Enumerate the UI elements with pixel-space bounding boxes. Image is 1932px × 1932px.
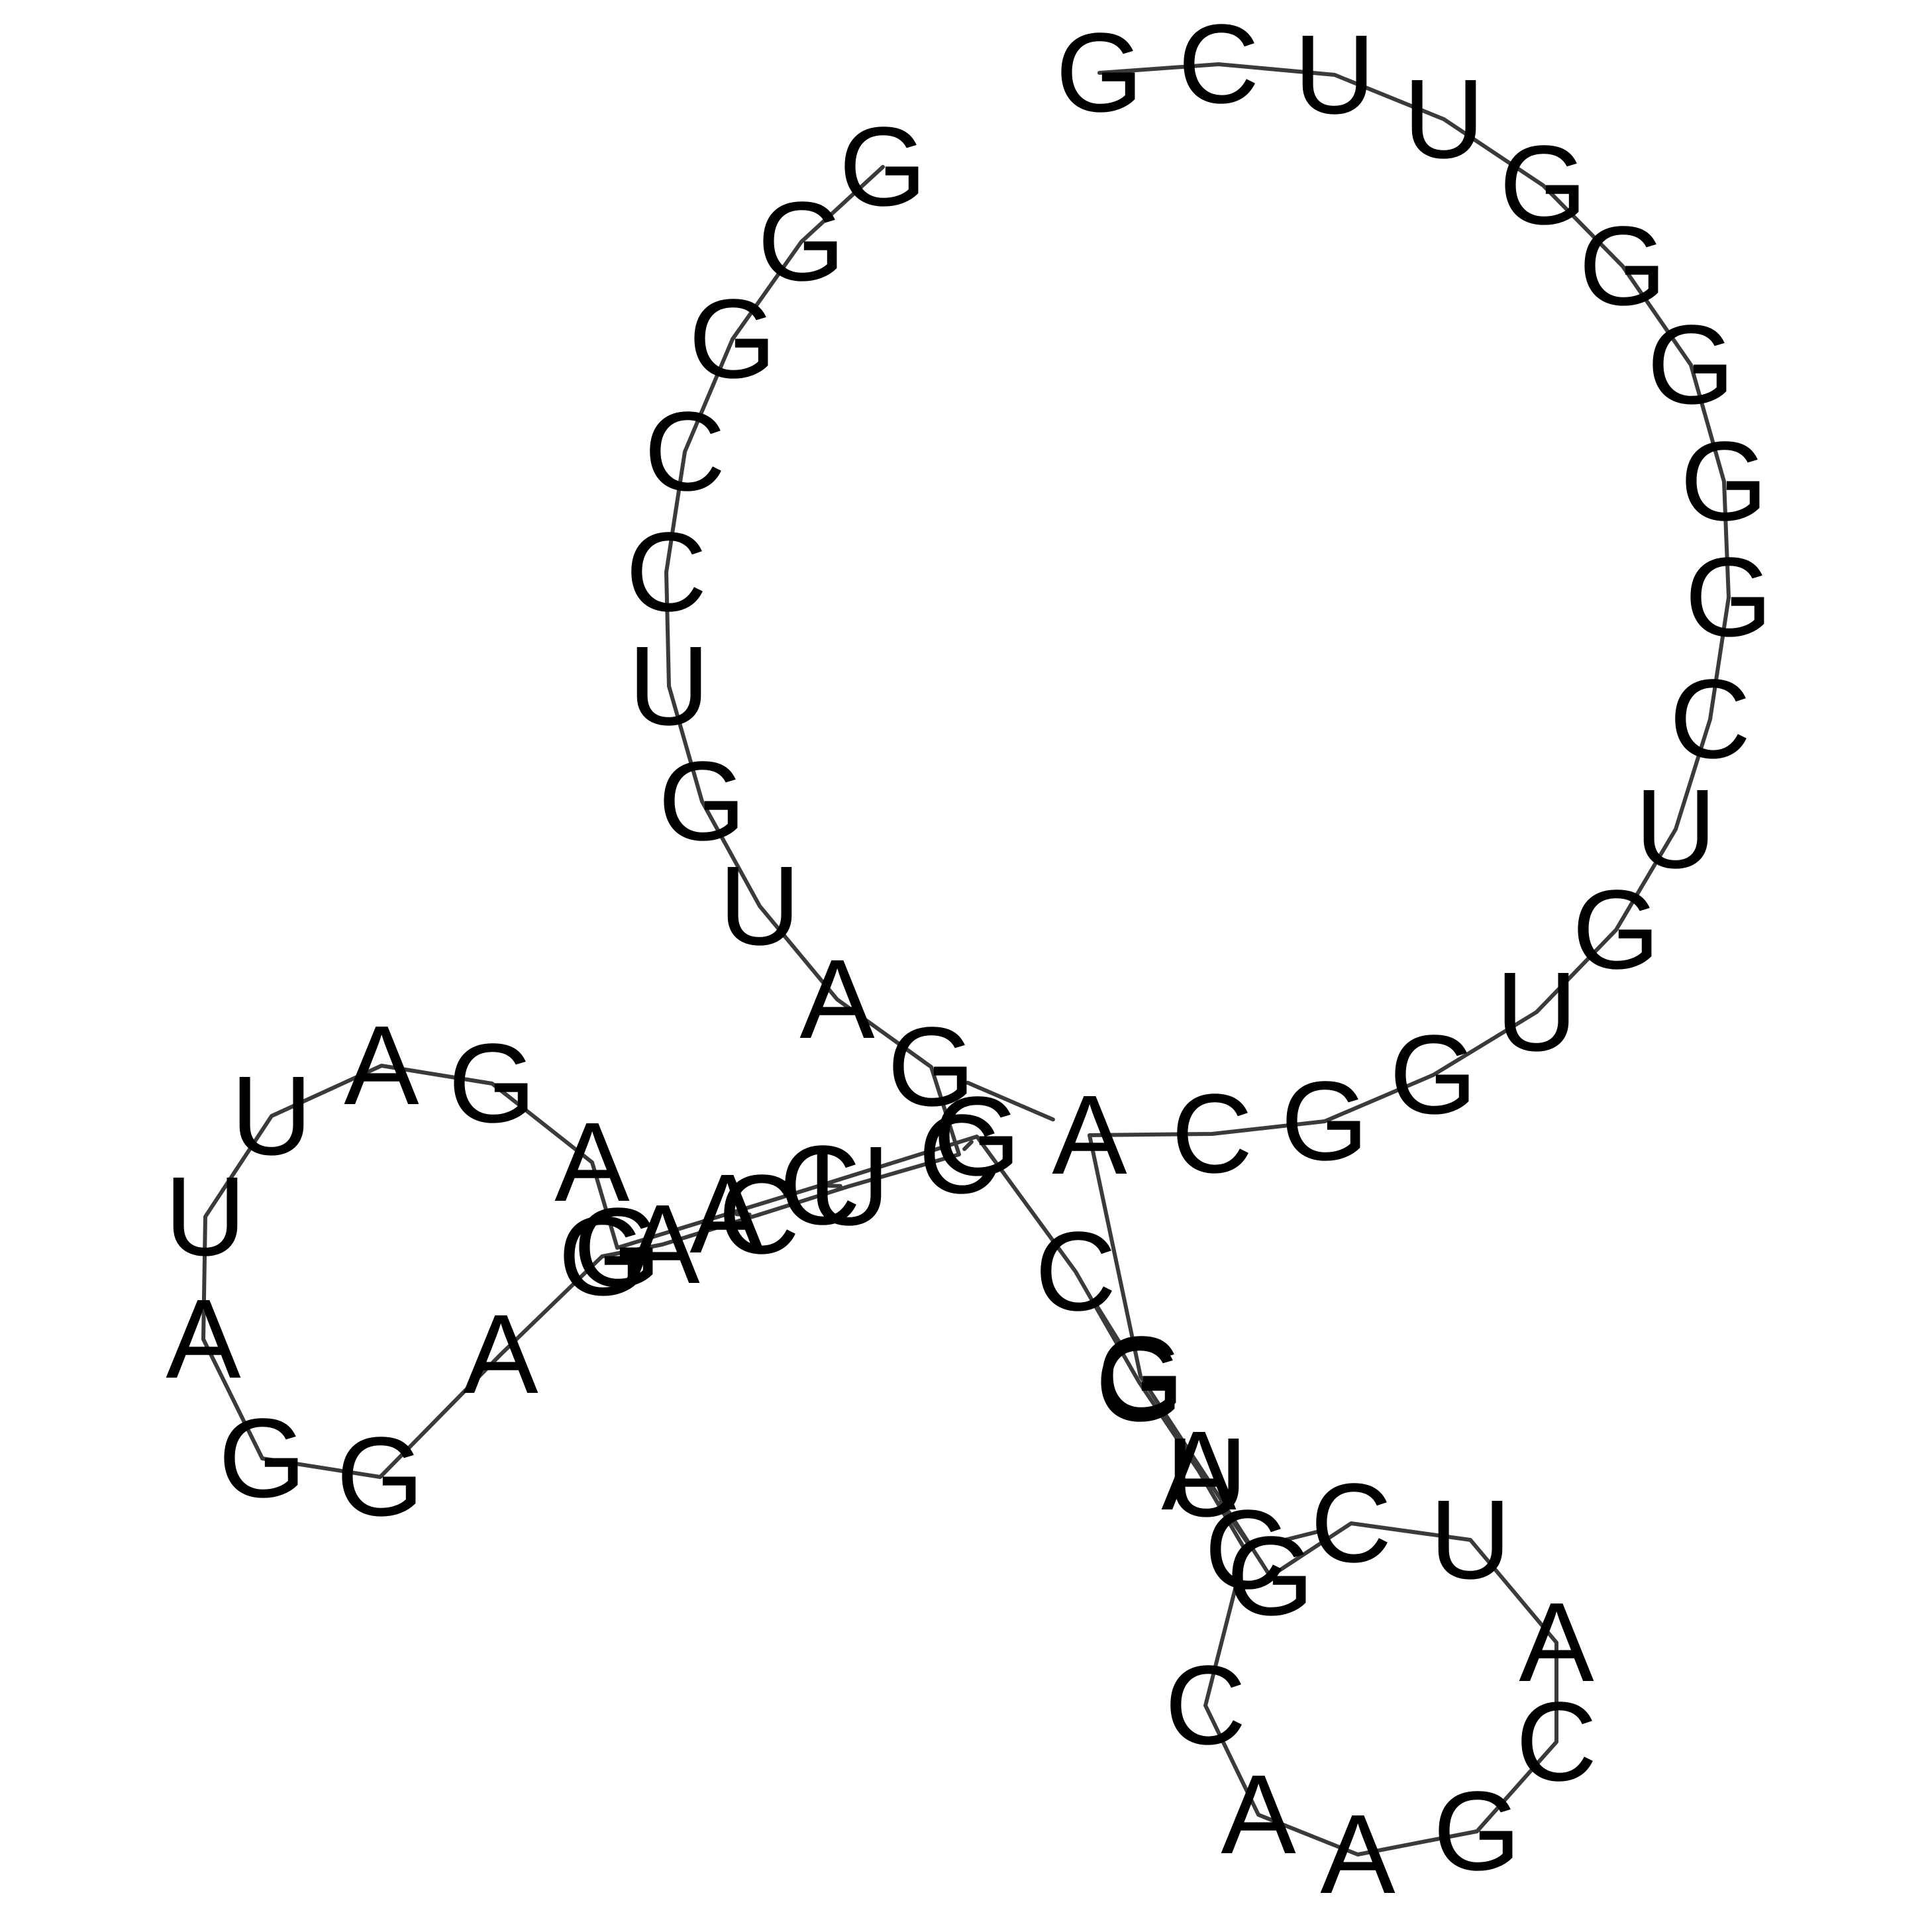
nucleotide-49: G	[1572, 867, 1660, 993]
nucleotide-53: G	[1680, 419, 1768, 544]
base-pair-bond	[966, 1080, 1055, 1122]
nucleotide-3: G	[689, 276, 776, 402]
nucleotide-34: A	[1221, 1752, 1296, 1878]
nucleotide-7: G	[658, 738, 746, 864]
nucleotide-13: C	[719, 1152, 800, 1278]
nucleotide-43: G	[1097, 1313, 1184, 1439]
nucleotide-5: C	[626, 509, 707, 635]
nucleotide-52: G	[1685, 534, 1772, 660]
base-pair-bond	[1275, 1529, 1321, 1544]
nucleotide-17: G	[336, 1414, 424, 1540]
nucleotide-19: A	[166, 1276, 241, 1402]
nucleotide-10: G	[888, 1004, 975, 1130]
nucleotide-12: U	[809, 1123, 890, 1249]
base-pair-bond	[962, 1140, 974, 1151]
nucleotide-25: G	[574, 1185, 661, 1311]
nucleotide-29: C	[1035, 1209, 1117, 1335]
nucleotide-48: U	[1496, 949, 1578, 1075]
nucleotide-33: C	[1165, 1643, 1246, 1768]
nucleotide-36: G	[1433, 1768, 1521, 1894]
nucleotide-44: A	[1052, 1072, 1127, 1198]
nucleotide-51: C	[1670, 656, 1751, 782]
nucleotide-9: A	[799, 937, 875, 1062]
nucleotide-30: G	[1095, 1319, 1183, 1445]
nucleotide-42: U	[1166, 1415, 1248, 1541]
nucleotide-56: G	[1500, 123, 1587, 248]
nucleotide-26: A	[689, 1151, 765, 1277]
nucleotide-58: U	[1294, 12, 1376, 138]
nucleotide-16: A	[463, 1292, 538, 1417]
nucleotide-31: A	[1161, 1408, 1237, 1534]
nucleotide-41: G	[1227, 1513, 1314, 1639]
nucleotide-54: G	[1647, 302, 1735, 428]
nucleotide-4: C	[644, 389, 726, 515]
nucleotide-23: G	[448, 1021, 536, 1146]
nucleotide-15: G	[558, 1194, 646, 1319]
nucleotide-2: G	[758, 179, 845, 305]
nucleotide-39: U	[1430, 1477, 1511, 1603]
nucleotide-60: G	[1056, 10, 1143, 136]
nucleotide-47: G	[1390, 1012, 1477, 1138]
nucleotide-24: A	[554, 1099, 630, 1225]
nucleotide-14: A	[625, 1182, 700, 1307]
nucleotide-46: G	[1281, 1058, 1368, 1184]
nucleotide-50: U	[1635, 766, 1717, 892]
nucleotide-1: G	[839, 104, 927, 230]
nucleotide-40: C	[1311, 1460, 1392, 1586]
nucleotide-35: A	[1320, 1792, 1396, 1917]
nucleotide-20: U	[165, 1154, 246, 1280]
nucleotide-18: G	[219, 1396, 306, 1521]
nucleotide-11: C	[919, 1092, 1000, 1217]
nucleotide-37: C	[1516, 1679, 1598, 1805]
nucleotide-55: G	[1579, 203, 1666, 329]
nucleotide-28: G	[933, 1074, 1021, 1199]
nucleotide-57: U	[1403, 56, 1485, 182]
nucleotide-27: C	[780, 1123, 861, 1248]
nucleotide-45: C	[1172, 1071, 1253, 1197]
backbone-line	[201, 62, 1731, 1856]
nucleotide-6: U	[629, 623, 710, 749]
nucleotide-59: C	[1178, 1, 1260, 127]
nucleotide-22: A	[344, 1003, 419, 1129]
nucleotide-21: U	[231, 1053, 313, 1179]
nucleotide-32: C	[1205, 1487, 1286, 1613]
nucleotide-38: A	[1519, 1580, 1594, 1705]
nucleotide-8: U	[719, 843, 801, 969]
